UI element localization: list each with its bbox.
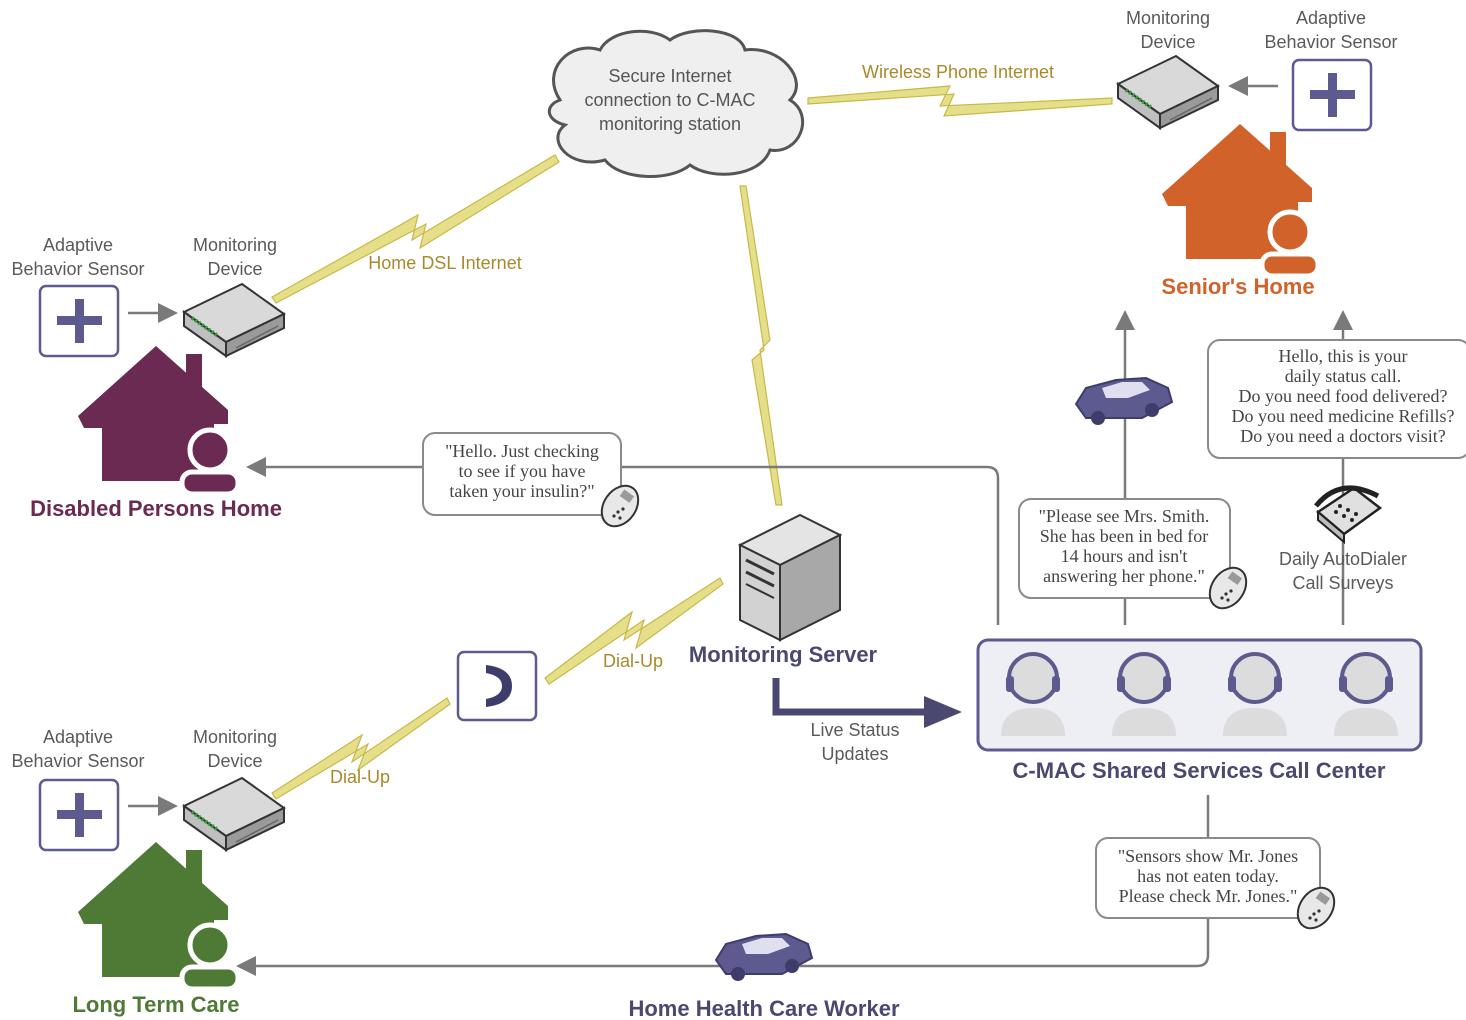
wireless-link: Wireless Phone Internet — [807, 62, 1113, 117]
wireless-label: Wireless Phone Internet — [862, 62, 1054, 82]
call-center-panel — [976, 638, 1423, 752]
smith-quote-line1: "Please see Mrs. Smith. — [1039, 506, 1210, 526]
smith-quote-line3: 14 hours and isn't — [1061, 546, 1188, 566]
insulin-quote-line2: to see if you have — [459, 461, 586, 481]
dsl-link: Home DSL Internet — [271, 154, 560, 304]
server-link — [739, 185, 783, 506]
disabled-sensor-icon — [38, 284, 120, 358]
care-home-group: Adaptive Behavior Sensor Monitoring Devi… — [11, 727, 286, 1017]
autodialer-label-1: Daily AutoDialer — [1279, 549, 1407, 569]
live-status-label-2: Updates — [821, 744, 888, 764]
smith-quote-bubble: "Please see Mrs. Smith. She has been in … — [1018, 498, 1255, 617]
disabled-person-icon — [179, 427, 241, 497]
senior-monitor-label-2: Device — [1140, 32, 1195, 52]
care-sensor-label-1: Adaptive — [43, 727, 113, 747]
live-status-arrow — [772, 678, 928, 716]
to-disabled-home-line — [246, 457, 1000, 625]
jones-quote-bubble: "Sensors show Mr. Jones has not eaten to… — [1095, 837, 1343, 937]
care-monitor-label-1: Monitoring — [193, 727, 277, 747]
status-call-line2: daily status call. — [1285, 366, 1401, 386]
disabled-home-title: Disabled Persons Home — [30, 496, 282, 521]
care-home-title: Long Term Care — [72, 992, 239, 1017]
car-icon — [715, 933, 813, 982]
senior-sensor-icon — [1291, 58, 1373, 132]
senior-sensor-label-1: Adaptive — [1296, 8, 1366, 28]
senior-home-group: Monitoring Device Adaptive Behavior Sens… — [1116, 8, 1398, 299]
smith-quote-line2: She has been in bed for — [1040, 526, 1208, 546]
autodialer-group: Daily AutoDialer Call Surveys — [1279, 485, 1407, 593]
insulin-quote-line1: "Hello. Just checking — [445, 441, 599, 461]
care-monitor-label-2: Device — [207, 751, 262, 771]
senior-sensor-label-2: Behavior Sensor — [1264, 32, 1397, 52]
disabled-monitor-label-1: Monitoring — [193, 235, 277, 255]
status-call-line1: Hello, this is your — [1279, 346, 1408, 366]
disabled-sensor-label-2: Behavior Sensor — [11, 259, 144, 279]
monitoring-server-group: Monitoring Server Live Status Updates — [689, 513, 962, 764]
dsl-label: Home DSL Internet — [368, 253, 521, 273]
dialup-server-link: Dial-Up — [544, 577, 724, 685]
disabled-monitoring-device-icon — [182, 282, 286, 358]
live-status-label-1: Live Status — [810, 720, 899, 740]
dialup-phone-group — [456, 650, 538, 722]
live-status-arrowhead — [924, 696, 962, 728]
cloud-label-line3: monitoring station — [599, 114, 741, 134]
jones-quote-line1: "Sensors show Mr. Jones — [1118, 846, 1298, 866]
care-monitoring-device-icon — [182, 776, 286, 852]
jones-quote-line2: has not eaten today. — [1137, 866, 1279, 886]
care-sensor-label-2: Behavior Sensor — [11, 751, 144, 771]
dialup-care-link: Dial-Up — [271, 697, 451, 800]
desk-phone-icon — [1314, 485, 1383, 545]
care-person-icon — [179, 922, 241, 992]
call-center-group: C-MAC Shared Services Call Center — [976, 638, 1423, 783]
status-call-line5: Do you need a doctors visit? — [1240, 426, 1445, 446]
dialup-care-label: Dial-Up — [330, 767, 390, 787]
care-sensor-icon — [38, 778, 120, 852]
insulin-quote-line3: taken your insulin?" — [449, 481, 594, 501]
internet-cloud: Secure Internet connection to C-MAC moni… — [547, 29, 805, 178]
server-title: Monitoring Server — [689, 642, 878, 667]
cloud-label-line1: Secure Internet — [608, 66, 731, 86]
senior-monitoring-device-icon — [1116, 54, 1220, 130]
to-care-home-line — [236, 795, 1210, 976]
jones-quote-line3: Please check Mr. Jones." — [1119, 886, 1298, 906]
worker-title: Home Health Care Worker — [628, 996, 899, 1020]
handset-icon — [486, 665, 512, 707]
car-icon — [1075, 377, 1173, 426]
cloud-label-line2: connection to C-MAC — [584, 90, 755, 110]
status-call-bubble: Hello, this is your daily status call. D… — [1207, 339, 1466, 459]
status-call-line3: Do you need food delivered? — [1239, 386, 1448, 406]
smith-quote-line4: answering her phone." — [1043, 566, 1205, 586]
insulin-quote-bubble: "Hello. Just checking to see if you have… — [422, 432, 647, 535]
senior-home-title: Senior's Home — [1161, 274, 1314, 299]
server-icon — [737, 513, 843, 642]
autodialer-label-2: Call Surveys — [1292, 573, 1393, 593]
senior-monitor-label-1: Monitoring — [1126, 8, 1210, 28]
dialup-server-label: Dial-Up — [603, 651, 663, 671]
call-center-title: C-MAC Shared Services Call Center — [1013, 758, 1386, 783]
disabled-monitor-label-2: Device — [207, 259, 262, 279]
status-call-line4: Do you need medicine Refills? — [1232, 406, 1455, 426]
disabled-sensor-label-1: Adaptive — [43, 235, 113, 255]
disabled-home-group: Adaptive Behavior Sensor Monitoring Devi… — [11, 235, 286, 521]
senior-person-icon — [1259, 209, 1321, 279]
